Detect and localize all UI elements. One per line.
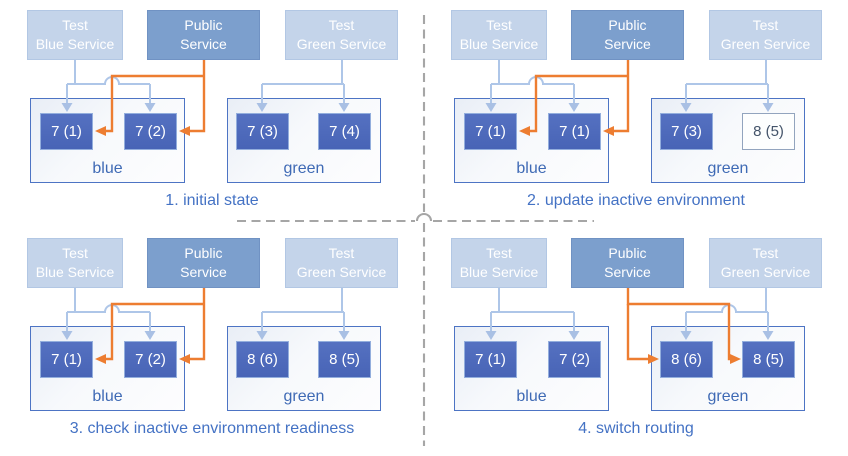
version-label: 7 (1) bbox=[559, 123, 590, 140]
version-box-blue-1: 7 (1) bbox=[40, 113, 93, 150]
version-box-green-1: 8 (6) bbox=[660, 341, 713, 378]
stage-caption: 1. initial state bbox=[165, 192, 259, 209]
test-green-service-label: Test Green Service bbox=[720, 17, 811, 52]
version-label: 8 (6) bbox=[247, 351, 278, 368]
version-box-green-2: 8 (5) bbox=[742, 341, 795, 378]
version-label: 7 (1) bbox=[475, 123, 506, 140]
blue-environment-label: blue bbox=[92, 388, 123, 405]
version-box-blue-2: 7 (2) bbox=[124, 341, 177, 378]
version-box-blue-2: 7 (2) bbox=[124, 113, 177, 150]
version-label: 8 (5) bbox=[329, 351, 360, 368]
stage-caption: 4. switch routing bbox=[578, 420, 694, 437]
connector-line-hop bbox=[491, 76, 574, 85]
public-service-label: Public Service bbox=[180, 245, 227, 280]
version-label: 7 (1) bbox=[51, 123, 82, 140]
green-environment-label: green bbox=[707, 388, 749, 405]
version-label: 7 (4) bbox=[329, 123, 360, 140]
version-box-green-1: 7 (3) bbox=[236, 113, 289, 150]
connector-line-hop bbox=[67, 304, 150, 313]
public-service-box: Public Service bbox=[571, 238, 684, 288]
version-label: 8 (6) bbox=[671, 351, 702, 368]
version-label: 8 (5) bbox=[753, 123, 784, 140]
public-service-label: Public Service bbox=[604, 17, 651, 52]
connector-line-hop bbox=[686, 304, 768, 313]
version-box-blue-1: 7 (1) bbox=[464, 113, 517, 150]
stage-panel-2: Test Blue Service Public Service Test Gr… bbox=[424, 0, 848, 228]
test-blue-service-box: Test Blue Service bbox=[451, 238, 547, 288]
stage-panel-4: Test Blue Service Public Service Test Gr… bbox=[424, 228, 848, 456]
version-label: 8 (5) bbox=[753, 351, 784, 368]
public-service-label: Public Service bbox=[604, 245, 651, 280]
version-box-blue-1: 7 (1) bbox=[464, 341, 517, 378]
version-label: 7 (1) bbox=[475, 351, 506, 368]
green-environment-label: green bbox=[283, 160, 325, 177]
public-service-box: Public Service bbox=[571, 10, 684, 60]
test-green-service-label: Test Green Service bbox=[720, 245, 811, 280]
test-green-service-box: Test Green Service bbox=[285, 10, 398, 60]
public-service-box: Public Service bbox=[147, 10, 260, 60]
green-environment-label: green bbox=[283, 388, 325, 405]
version-label: 7 (2) bbox=[135, 351, 166, 368]
route-line bbox=[614, 60, 630, 133]
version-box-green-2: 7 (4) bbox=[318, 113, 371, 150]
stage-panel-1: Test Blue Service Public Service Test Gr… bbox=[0, 0, 424, 228]
version-label: 7 (1) bbox=[51, 351, 82, 368]
version-box-green-2: 8 (5) bbox=[318, 341, 371, 378]
version-label: 7 (2) bbox=[559, 351, 590, 368]
test-green-service-label: Test Green Service bbox=[296, 17, 387, 52]
test-blue-service-label: Test Blue Service bbox=[35, 17, 115, 52]
version-label: 7 (3) bbox=[247, 123, 278, 140]
blue-environment-label: blue bbox=[92, 160, 123, 177]
version-box-blue-2: 7 (2) bbox=[548, 341, 601, 378]
stage-caption: 3. check inactive environment readiness bbox=[69, 420, 355, 437]
test-green-service-box: Test Green Service bbox=[709, 10, 822, 60]
public-service-label: Public Service bbox=[180, 17, 227, 52]
blue-environment-label: blue bbox=[516, 388, 547, 405]
version-label: 7 (3) bbox=[671, 123, 702, 140]
route-line bbox=[626, 304, 648, 361]
test-blue-service-label: Test Blue Service bbox=[459, 17, 539, 52]
test-green-service-box: Test Green Service bbox=[285, 238, 398, 288]
version-box-green-2: 8 (5) bbox=[742, 113, 795, 150]
blue-environment-label: blue bbox=[516, 160, 547, 177]
route-line bbox=[190, 288, 206, 361]
test-green-service-label: Test Green Service bbox=[296, 245, 387, 280]
version-label: 7 (2) bbox=[135, 123, 166, 140]
test-blue-service-box: Test Blue Service bbox=[451, 10, 547, 60]
test-blue-service-box: Test Blue Service bbox=[27, 10, 123, 60]
version-box-blue-1: 7 (1) bbox=[40, 341, 93, 378]
test-blue-service-label: Test Blue Service bbox=[35, 245, 115, 280]
version-box-blue-2: 7 (1) bbox=[548, 113, 601, 150]
test-blue-service-label: Test Blue Service bbox=[459, 245, 539, 280]
connector-line-hop bbox=[67, 76, 150, 85]
route-line bbox=[190, 60, 206, 133]
test-green-service-box: Test Green Service bbox=[709, 238, 822, 288]
public-service-box: Public Service bbox=[147, 238, 260, 288]
test-blue-service-box: Test Blue Service bbox=[27, 238, 123, 288]
stage-caption: 2. update inactive environment bbox=[527, 192, 745, 209]
version-box-green-1: 8 (6) bbox=[236, 341, 289, 378]
green-environment-label: green bbox=[707, 160, 749, 177]
stage-panel-3: Test Blue Service Public Service Test Gr… bbox=[0, 228, 424, 456]
version-box-green-1: 7 (3) bbox=[660, 113, 713, 150]
